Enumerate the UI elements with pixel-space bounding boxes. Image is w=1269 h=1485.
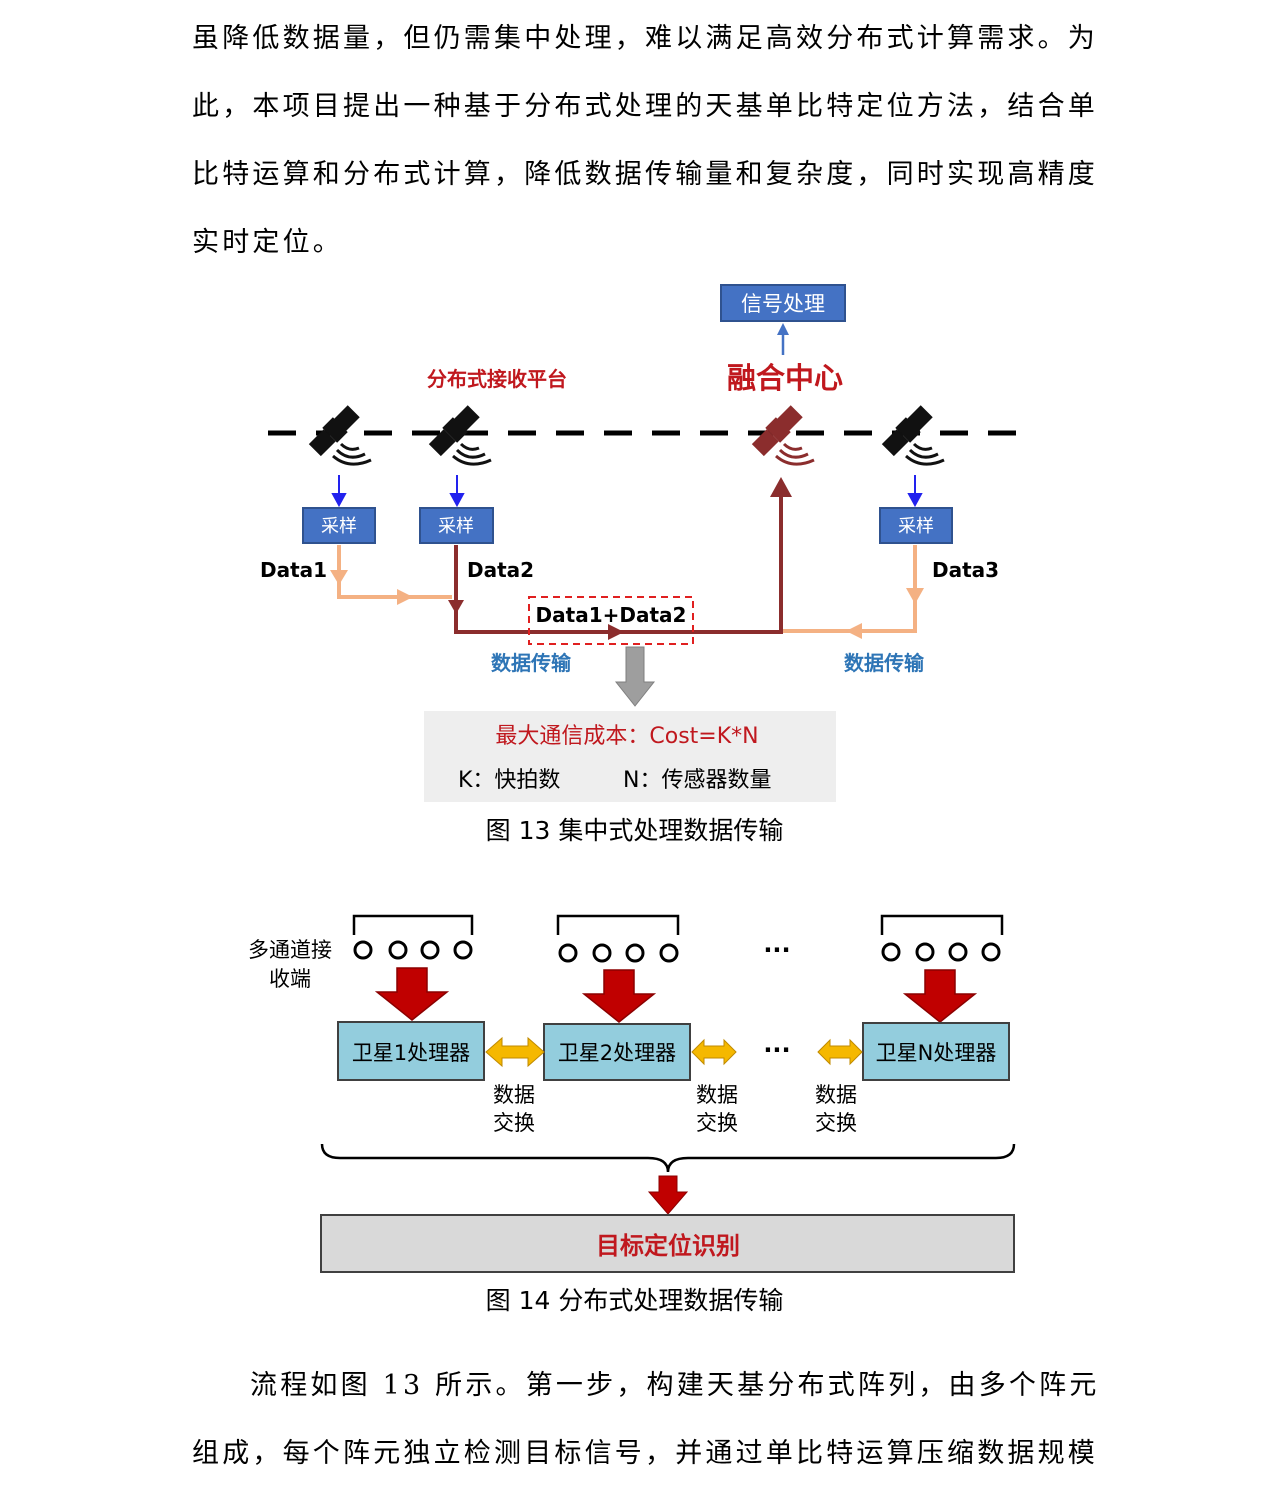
processor-box — [337, 1021, 485, 1081]
exchange-label: 交换 — [815, 1111, 857, 1135]
cost-line: 最大通信成本：Cost=K*N — [495, 724, 758, 749]
sample-box — [302, 507, 376, 544]
platform-label: 分布式接收平台 — [427, 367, 567, 391]
signal-processing-box — [720, 284, 846, 322]
sample-label: 采样 — [321, 516, 357, 537]
data-sum-box — [528, 596, 694, 645]
exchange-label: 数据 — [815, 1083, 857, 1107]
arrow-down-icon — [907, 493, 923, 508]
paragraph-line: 此，本项目提出一种基于分布式处理的天基单比特定位方法，结合单 — [192, 91, 1098, 122]
arrow-down-icon — [902, 969, 978, 1023]
receiver-label: 收端 — [269, 967, 311, 991]
exchange-label: 数据 — [493, 1083, 535, 1107]
arrow-right-icon — [608, 624, 624, 640]
paragraph-line: 流程如图 13 所示。第一步，构建天基分布式阵列，由多个阵元 — [250, 1370, 1100, 1401]
satellite-icon — [308, 404, 373, 466]
fusion-center-label: 融合中心 — [727, 361, 843, 395]
arrow-left-icon — [846, 623, 862, 639]
arrow-down-icon — [581, 969, 657, 1023]
data2-label: Data2 — [467, 558, 534, 582]
data1-label: Data1 — [260, 558, 327, 582]
arrow-up-icon — [777, 323, 789, 335]
target-label: 目标定位识别 — [596, 1232, 740, 1260]
sample-box — [879, 507, 953, 544]
arrow-down-icon — [906, 588, 924, 604]
transfer-label: 数据传输 — [491, 651, 572, 675]
ellipsis: ··· — [763, 936, 790, 964]
figure-14-diagram: 多通道接 收端 ··· ··· 卫星1处理器 卫星2处理器 卫星N处理器 数据 … — [248, 914, 1016, 1273]
processor-label: 卫星1处理器 — [352, 1041, 470, 1065]
exchange-label: 交换 — [493, 1111, 535, 1135]
arrow-down-icon — [330, 570, 348, 585]
exchange-label: 数据 — [696, 1083, 738, 1107]
data-sum-label: Data1+Data2 — [536, 603, 687, 627]
sample-label: 采样 — [438, 516, 474, 537]
arrow-down-icon — [449, 493, 465, 508]
receiver-label: 多通道接 — [248, 938, 332, 962]
sample-label: 采样 — [898, 516, 934, 537]
satellite-icon — [881, 404, 946, 466]
paragraph-line: 实时定位。 — [192, 227, 343, 258]
sample-box — [419, 507, 494, 544]
figure-13-caption: 图 13 集中式处理数据传输 — [485, 816, 784, 845]
processor-box — [543, 1023, 691, 1081]
target-box — [320, 1214, 1015, 1273]
transfer-label: 数据传输 — [844, 651, 925, 675]
arrow-down-icon — [647, 1175, 689, 1215]
figure-14-caption: 图 14 分布式处理数据传输 — [485, 1286, 784, 1315]
ellipsis: ··· — [763, 1036, 790, 1064]
processor-box — [862, 1022, 1010, 1081]
arrow-up-icon — [770, 477, 792, 497]
exchange-arrow-icon — [485, 1036, 545, 1068]
arrow-down-icon — [374, 967, 450, 1021]
exchange-arrow-icon — [691, 1038, 737, 1066]
n-line: N：传感器数量 — [623, 768, 771, 793]
paragraph-line: 组成，每个阵元独立检测目标信号，并通过单比特运算压缩数据规模 — [192, 1438, 1098, 1469]
exchange-arrow-icon — [817, 1038, 863, 1066]
signal-processing-label: 信号处理 — [741, 292, 825, 316]
arrow-down-icon — [448, 600, 464, 614]
brace — [320, 1143, 1016, 1173]
arrow-down-icon — [331, 493, 347, 508]
processor-label: 卫星N处理器 — [876, 1041, 997, 1065]
paragraph-line: 虽降低数据量，但仍需集中处理，难以满足高效分布式计算需求。为 — [192, 23, 1098, 54]
processor-label: 卫星2处理器 — [558, 1041, 676, 1065]
arrow-down-icon — [614, 646, 656, 707]
arrow-right-icon — [397, 589, 413, 605]
data3-label: Data3 — [932, 558, 999, 582]
k-line: K：快拍数 — [458, 768, 560, 793]
cost-box — [424, 711, 836, 802]
exchange-label: 交换 — [696, 1111, 738, 1135]
figure-13-diagram: 信号处理 分布式接收平台 融合中心 采样 采样 采样 Data1 Data2 D… — [260, 284, 1020, 802]
paragraph-line: 比特运算和分布式计算，降低数据传输量和复杂度，同时实现高精度 — [192, 159, 1098, 190]
